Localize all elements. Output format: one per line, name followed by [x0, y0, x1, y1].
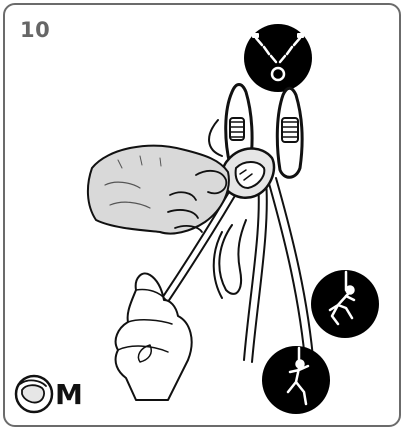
abseiling-climber-icon: [311, 270, 379, 338]
anchor-chain-icon: [244, 24, 312, 92]
belay-device-mode-icon: [16, 376, 52, 412]
hanging-climber-icon: [262, 346, 330, 414]
mode-letter: M: [55, 378, 83, 411]
upper-gloved-hand: [88, 146, 229, 234]
lower-hand: [116, 273, 192, 400]
